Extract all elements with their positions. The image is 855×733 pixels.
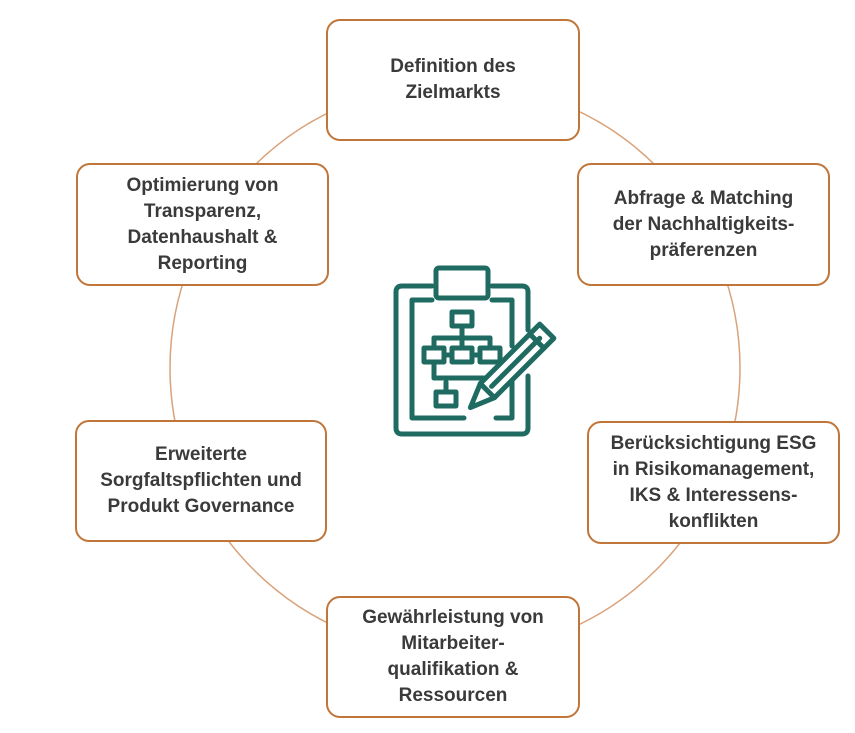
step-risiko-label: Berücksichtigung ESG in Risikomanagement…: [610, 432, 817, 532]
step-transparenz-label: Optimierung von Transparenz, Datenhausha…: [126, 174, 279, 274]
clipboard-flowchart-pencil-icon: [393, 265, 557, 437]
step-risiko-box: Berücksichtigung ESG in Risikomanagement…: [587, 421, 840, 544]
step-abfrage-label: Abfrage & Matching der Nachhaltigkeits- …: [612, 187, 795, 261]
step-zielmarkt-label: Definition des Zielmarkts: [390, 56, 516, 103]
step-mitarbeiter-box: Gewährleistung von Mitarbeiter- qualifik…: [326, 596, 580, 718]
step-sorgfalt-label: Erweiterte Sorgfaltspflichten und Produk…: [100, 444, 302, 517]
step-mitarbeiter-label: Gewährleistung von Mitarbeiter- qualifik…: [362, 607, 544, 706]
step-zielmarkt-box: Definition des Zielmarkts: [326, 19, 580, 141]
step-transparenz-box: Optimierung von Transparenz, Datenhausha…: [76, 163, 329, 286]
step-abfrage-box: Abfrage & Matching der Nachhaltigkeits- …: [577, 163, 830, 286]
step-sorgfalt-box: Erweiterte Sorgfaltspflichten und Produk…: [75, 420, 327, 542]
